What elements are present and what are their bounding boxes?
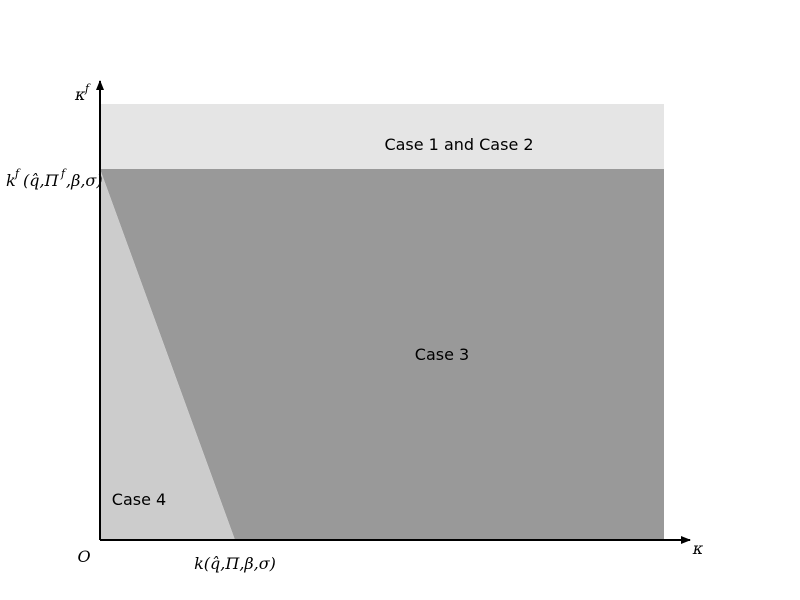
y-intercept-label-args: (q̂,Π (23, 171, 60, 190)
x-intercept-label: k(q̂,Π,β,σ) (194, 554, 276, 573)
origin-label: O (77, 547, 90, 566)
region-case-4 (100, 169, 235, 540)
case-4-label: Case 4 (112, 490, 166, 509)
region-case-1-and-2 (100, 104, 664, 169)
y-axis-label: κ f (74, 82, 91, 104)
y-intercept-label-args-tail: ,β,σ) (66, 171, 103, 190)
y-axis-label-superscript: f (84, 82, 91, 95)
y-axis-label-main: κ (74, 85, 86, 104)
x-axis-label: κ (692, 539, 704, 558)
y-intercept-label-main: k (6, 171, 16, 190)
case-1-and-2-label: Case 1 and Case 2 (384, 135, 533, 154)
region-case-3 (100, 169, 664, 540)
case-3-label: Case 3 (415, 345, 469, 364)
y-intercept-label-args-superscript: f (60, 167, 67, 180)
y-intercept-label: k f (q̂,Π f ,β,σ) (6, 167, 103, 190)
y-intercept-label-superscript: f (14, 167, 21, 180)
